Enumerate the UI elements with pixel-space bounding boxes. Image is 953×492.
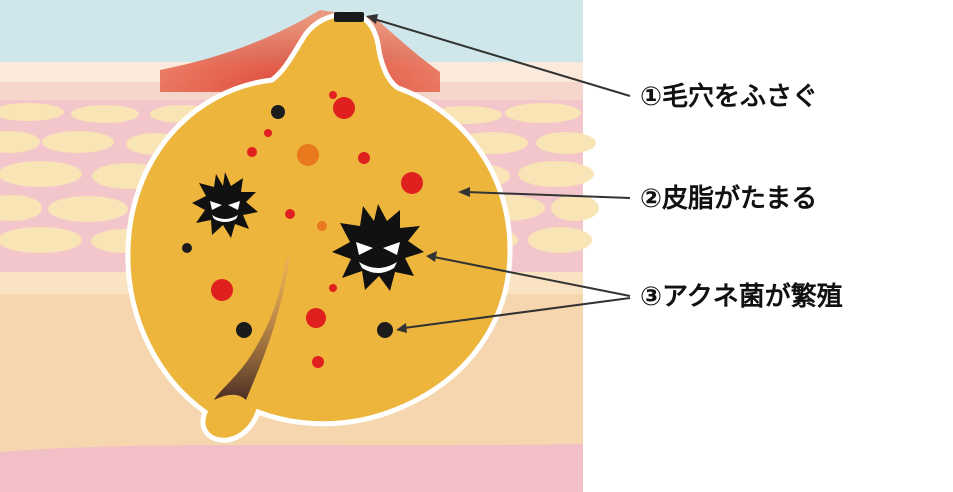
leader-lines bbox=[366, 14, 631, 333]
hair-shaft bbox=[214, 258, 290, 400]
leader-line-3b bbox=[396, 297, 631, 333]
acne-bacterium-large bbox=[332, 204, 424, 291]
leader-line-3a bbox=[426, 251, 631, 297]
leader-line-2 bbox=[458, 187, 631, 199]
label-clog-pore: ①毛穴をふさぐ bbox=[640, 82, 819, 112]
pore-plug bbox=[334, 12, 364, 22]
label-acne-bacteria-multiply: ③アクネ菌が繁殖 bbox=[640, 282, 843, 312]
acne-bacterium-small bbox=[192, 172, 258, 238]
leader-line-1 bbox=[366, 14, 631, 97]
label-sebum-accumulates: ②皮脂がたまる bbox=[640, 184, 818, 214]
sebum-particles bbox=[182, 91, 423, 368]
subcutaneous-layer bbox=[0, 444, 583, 492]
